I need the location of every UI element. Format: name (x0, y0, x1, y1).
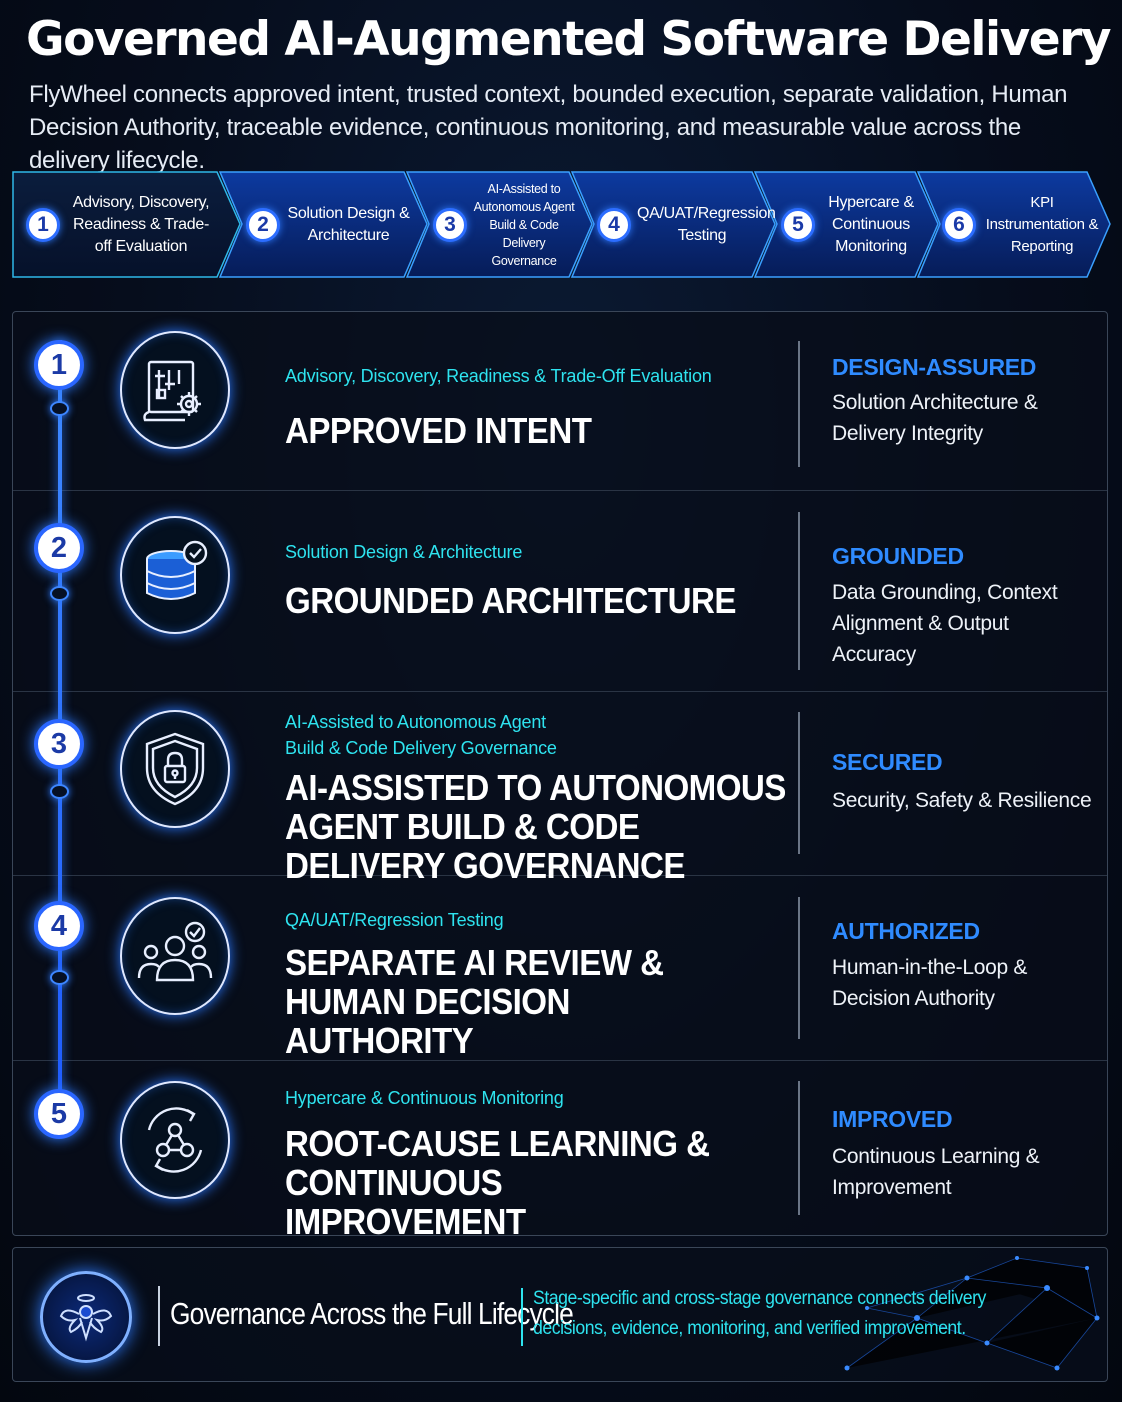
row-2-number: 2 (34, 523, 84, 573)
page-subtitle: FlyWheel connects approved intent, trust… (29, 81, 1068, 174)
footer-text: Stage-specific and cross-stage governanc… (533, 1288, 986, 1339)
row-4-divider (798, 897, 800, 1039)
row-5-tag: IMPROVED (832, 1106, 953, 1132)
people-check-icon (120, 897, 230, 1015)
row-1-tag: DESIGN-ASSURED (832, 354, 1037, 380)
stage-2-number: 2 (246, 207, 280, 242)
row-3-tag: SECURED (832, 749, 943, 775)
row-5-number: 5 (34, 1089, 84, 1139)
row-2-tag: GROUNDED (832, 543, 964, 569)
stage-6-number: 6 (942, 207, 976, 242)
row-1-divider (798, 341, 800, 467)
stage-bar: 1 Advisory, Discovery, Readiness & Trade… (12, 171, 1112, 278)
row-5-headline: ROOT-CAUSE LEARNING & CONTINUOUS IMPROVE… (285, 1123, 710, 1242)
stage-6-label: KPI Instrumentation & Reporting (985, 193, 1099, 255)
stage-3-label: AI-Assisted to Autonomous Agent Build & … (473, 181, 575, 268)
stage-2-label: Solution Design & Architecture (287, 204, 410, 244)
footer-divider-accent (521, 1288, 523, 1346)
footer-title: Governance Across the Full Lifecycle (170, 1296, 574, 1331)
row-5-divider (798, 1081, 800, 1215)
row-5-description: Continuous Learning & Improvement (832, 1145, 1040, 1199)
stage-6: 6 KPI Instrumentation & Reporting (942, 171, 1102, 278)
footer-banner: Governance Across the Full Lifecycle Sta… (12, 1247, 1108, 1382)
timeline-dot (50, 401, 69, 416)
row-2-divider (798, 512, 800, 670)
stage-1-label: Advisory, Discovery, Readiness & Trade-o… (72, 193, 210, 255)
row-4 (13, 876, 1107, 1061)
row-3-headline: AI-ASSISTED TO AUTONOMOUS AGENT BUILD & … (285, 767, 786, 886)
timeline-dot (50, 586, 69, 601)
row-5-kicker: Hypercare & Continuous Monitoring (285, 1088, 564, 1108)
row-1-description: Solution Architecture & Delivery Integri… (832, 391, 1038, 445)
row-3 (13, 692, 1107, 876)
stage-4-label: QA/UAT/Regression Testing (637, 204, 776, 244)
stage-5-label: Hypercare & Continuous Monitoring (828, 193, 914, 255)
stage-1: 1 Advisory, Discovery, Readiness & Trade… (26, 171, 226, 278)
timeline-dot (50, 784, 69, 799)
row-4-description: Human-in-the-Loop & Decision Authority (832, 956, 1028, 1010)
row-4-tag: AUTHORIZED (832, 918, 980, 944)
stage-5-number: 5 (781, 207, 815, 242)
stage-chevrons-graphic (12, 171, 1111, 278)
row-3-number: 3 (34, 719, 84, 769)
row-3-description: Security, Safety & Resilience (832, 789, 1092, 812)
row-1-number: 1 (34, 340, 84, 390)
winged-logo-icon (40, 1271, 132, 1363)
row-4-number: 4 (34, 901, 84, 951)
stage-5: 5 Hypercare & Continuous Monitoring (781, 171, 931, 278)
row-1-kicker: Advisory, Discovery, Readiness & Trade-O… (285, 366, 712, 386)
shield-lock-icon (120, 710, 230, 828)
row-1-headline: APPROVED INTENT (285, 410, 592, 451)
timeline-dot (50, 970, 69, 985)
stage-4: 4 QA/UAT/Regression Testing (597, 171, 776, 278)
row-3-divider (798, 712, 800, 854)
row-4-headline: SEPARATE AI REVIEW & HUMAN DECISION AUTH… (285, 942, 664, 1061)
row-2-kicker: Solution Design & Architecture (285, 542, 523, 562)
row-2-headline: GROUNDED ARCHITECTURE (285, 580, 736, 621)
row-2-description: Data Grounding, Context Alignment & Outp… (832, 581, 1058, 666)
row-2 (13, 491, 1107, 692)
stage-4-number: 4 (597, 207, 631, 242)
database-check-icon (120, 516, 230, 634)
cycle-network-icon (120, 1081, 230, 1199)
row-1 (13, 312, 1107, 491)
blueprint-gear-icon (120, 331, 230, 449)
network-decoration (844, 1256, 1100, 1371)
stage-3: 3 AI-Assisted to Autonomous Agent Build … (433, 171, 578, 278)
row-3-kicker: AI-Assisted to Autonomous Agent Build & … (285, 712, 557, 758)
stage-2: 2 Solution Design & Architecture (246, 171, 411, 278)
row-4-kicker: QA/UAT/Regression Testing (285, 910, 504, 930)
stage-3-number: 3 (433, 207, 467, 242)
footer-divider (158, 1286, 160, 1346)
page-title: Governed AI-Augmented Software Delivery (26, 12, 1111, 67)
stage-1-number: 1 (26, 207, 60, 242)
